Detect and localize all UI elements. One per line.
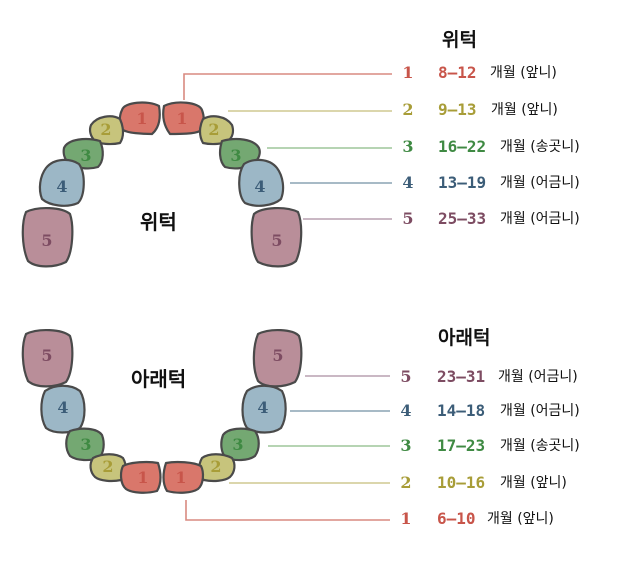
- svg-text:2: 2: [210, 457, 221, 476]
- tooth-lower-right-4: 4: [241, 384, 287, 434]
- legend-number: 5: [402, 209, 413, 228]
- svg-text:4: 4: [56, 177, 67, 196]
- legend-description: 개월 (앞니): [487, 511, 554, 527]
- legend-number: 2: [400, 473, 411, 492]
- svg-text:1: 1: [137, 468, 148, 487]
- svg-text:5: 5: [271, 231, 282, 250]
- legend-description: 개월 (앞니): [500, 475, 567, 491]
- legend-range: 14–18: [437, 401, 485, 420]
- legend-range: 16–22: [438, 137, 486, 156]
- svg-text:5: 5: [41, 346, 52, 365]
- svg-text:4: 4: [57, 398, 68, 417]
- svg-text:2: 2: [208, 120, 219, 139]
- legend-description: 개월 (어금니): [500, 403, 580, 419]
- lower-legend-row: 4 14–18 개월 (어금니): [400, 401, 579, 420]
- legend-range: 6–10: [437, 509, 476, 528]
- legend-number: 3: [402, 137, 413, 156]
- lower-legend-row: 3 17–23 개월 (송곳니): [400, 436, 579, 455]
- legend-range: 8–12: [438, 63, 477, 82]
- legend-range: 25–33: [438, 209, 486, 228]
- lower-legend-row: 2 10–16 개월 (앞니): [400, 473, 566, 492]
- legend-description: 개월 (앞니): [491, 102, 558, 118]
- svg-text:5: 5: [272, 346, 283, 365]
- lower-legend-row: 1 6–10 개월 (앞니): [400, 509, 553, 528]
- lower-legend: 5 23–31 개월 (어금니) 4 14–18 개월 (어금니) 3 17–2…: [400, 367, 579, 528]
- svg-text:2: 2: [100, 120, 111, 139]
- lower-teeth: 5 5 4 4 3 3 2 2: [21, 329, 303, 494]
- tooth-lower-left-5: 5: [21, 329, 74, 388]
- svg-text:1: 1: [136, 109, 147, 128]
- legend-range: 17–23: [437, 436, 485, 455]
- legend-number: 1: [400, 509, 411, 528]
- svg-text:5: 5: [41, 231, 52, 250]
- svg-text:3: 3: [80, 146, 91, 165]
- legend-description: 개월 (어금니): [500, 211, 580, 227]
- svg-text:2: 2: [102, 457, 113, 476]
- upper-legend: 1 8–12 개월 (앞니) 2 9–13 개월 (앞니) 3 16–22 개월…: [402, 63, 579, 228]
- lower-legend-row: 5 23–31 개월 (어금니): [400, 367, 577, 386]
- svg-text:4: 4: [254, 177, 265, 196]
- legend-number: 4: [402, 173, 413, 192]
- tooth-lower-right-5: 5: [252, 329, 303, 388]
- upper-legend-row: 5 25–33 개월 (어금니): [402, 209, 579, 228]
- legend-number: 5: [400, 367, 411, 386]
- tooth-upper-right-5: 5: [250, 207, 303, 268]
- tooth-upper-left-2: 2: [88, 115, 125, 146]
- upper-jaw-label: 위턱: [140, 210, 177, 234]
- legend-number: 2: [402, 100, 413, 119]
- legend-description: 개월 (송곳니): [500, 438, 580, 454]
- upper-legend-row: 1 8–12 개월 (앞니): [402, 63, 556, 82]
- legend-range: 9–13: [438, 100, 477, 119]
- leader-line-lower-1: [185, 500, 390, 521]
- legend-description: 개월 (어금니): [498, 369, 578, 385]
- tooth-upper-left-5: 5: [21, 207, 74, 268]
- legend-number: 1: [402, 63, 413, 82]
- lower-jaw-label: 아래턱: [131, 367, 186, 391]
- legend-range: 10–16: [437, 473, 485, 492]
- legend-description: 개월 (송곳니): [500, 139, 580, 155]
- legend-description: 개월 (어금니): [500, 175, 580, 191]
- legend-description: 개월 (앞니): [490, 65, 557, 81]
- lower-leader-lines: [185, 375, 390, 521]
- tooth-lower-left-1: 1: [119, 460, 162, 494]
- svg-text:1: 1: [176, 109, 187, 128]
- tooth-lower-right-2: 2: [198, 453, 236, 483]
- legend-number: 4: [400, 401, 411, 420]
- tooth-upper-left-1: 1: [118, 101, 161, 136]
- tooth-lower-left-4: 4: [40, 384, 86, 434]
- legend-range: 13–19: [438, 173, 486, 192]
- upper-legend-row: 2 9–13 개월 (앞니): [402, 100, 557, 119]
- legend-range: 23–31: [437, 367, 485, 386]
- svg-text:4: 4: [257, 398, 268, 417]
- upper-leader-lines: [183, 73, 392, 220]
- legend-number: 3: [400, 436, 411, 455]
- leader-line-upper-1: [183, 73, 392, 100]
- tooth-lower-right-3: 3: [220, 427, 260, 462]
- lower-heading: 아래턱: [438, 327, 490, 349]
- tooth-upper-left-4: 4: [38, 158, 85, 207]
- upper-legend-row: 4 13–19 개월 (어금니): [402, 173, 579, 192]
- tooth-upper-right-4: 4: [238, 158, 285, 207]
- svg-text:1: 1: [175, 468, 186, 487]
- upper-legend-row: 3 16–22 개월 (송곳니): [402, 137, 579, 156]
- upper-heading: 위턱: [442, 29, 477, 51]
- tooth-lower-right-1: 1: [162, 460, 205, 494]
- svg-text:3: 3: [80, 435, 91, 454]
- tooth-upper-right-1: 1: [162, 101, 205, 136]
- svg-text:3: 3: [230, 146, 241, 165]
- upper-teeth: 1 1 2 2 3 3 4 4: [21, 101, 303, 268]
- svg-text:3: 3: [232, 435, 243, 454]
